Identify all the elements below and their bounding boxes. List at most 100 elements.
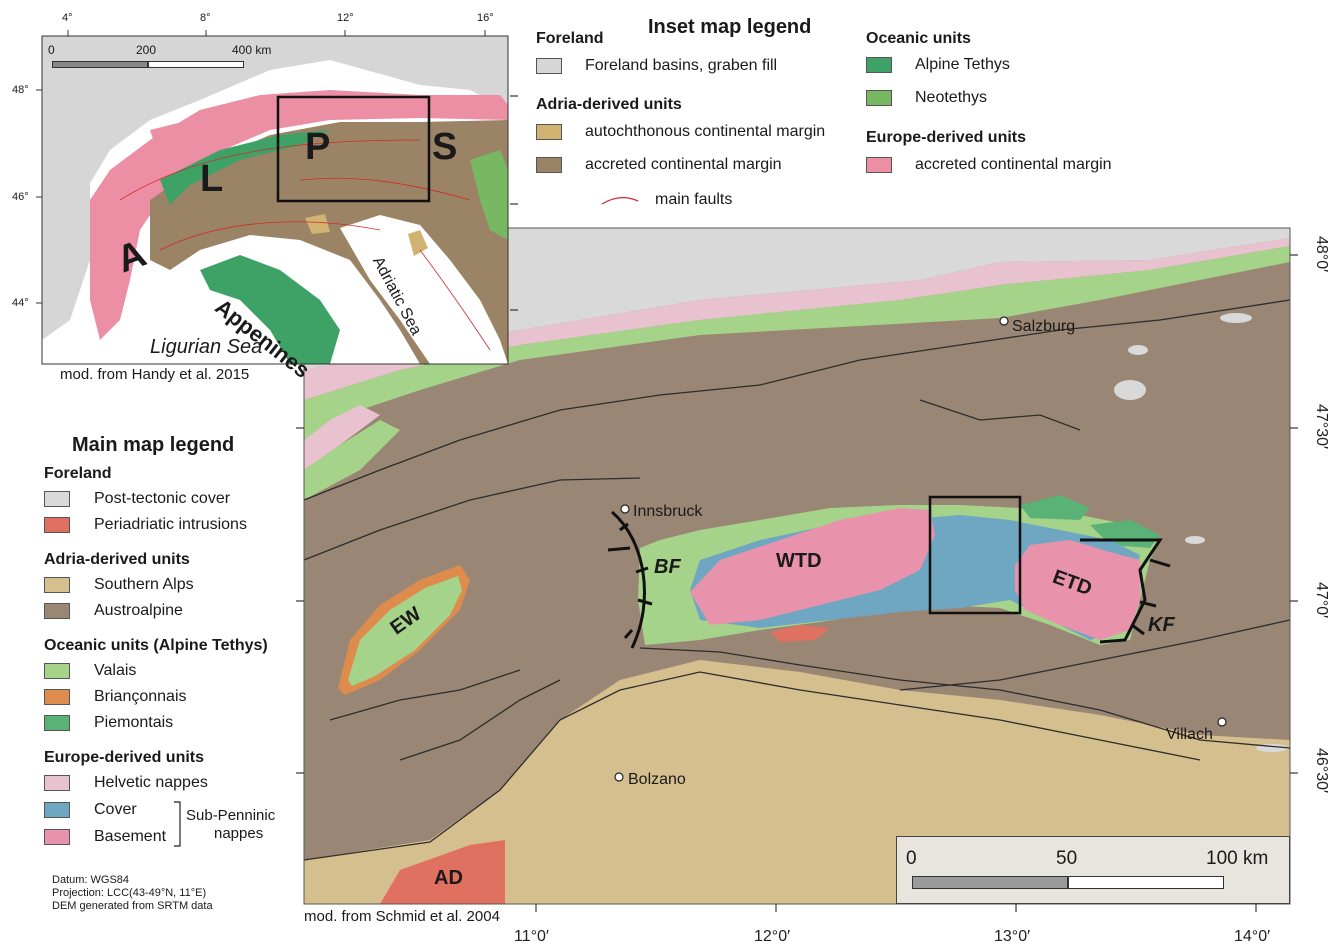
inset-europe <box>90 90 508 340</box>
main-map-frame <box>303 227 1291 905</box>
dem-note: DEM generated from SRTM data <box>52 900 213 912</box>
main-legend-title: Main map legend <box>72 434 235 456</box>
main-scale-box <box>896 836 1290 904</box>
salzburg-dot[interactable] <box>999 316 1009 326</box>
main-legend-foreland-header: Foreland <box>44 465 112 482</box>
tick-lon-13: 13°0′ <box>994 928 1031 945</box>
tauern-window-piemontais <box>1020 495 1090 520</box>
projection-note: Projection: LCC(43-49°N, 11°E) <box>52 887 207 899</box>
inset-legend-foreland-header: Foreland <box>536 30 604 47</box>
swatch-piemontais <box>44 715 70 731</box>
swatch-cover <box>44 802 70 818</box>
inset-adriatic-sea <box>340 215 508 364</box>
main-legend-adria-item-2: Austroalpine <box>94 602 183 619</box>
inset-legend-foreland-item: Foreland basins, graben fill <box>585 57 778 74</box>
tick-lon-12: 12°0′ <box>754 928 791 945</box>
unit-label-wtd: WTD <box>776 550 822 572</box>
main-legend-adria-header: Adria-derived units <box>44 551 190 568</box>
inset-neotethys <box>470 150 508 240</box>
post-tectonic-patch <box>1220 313 1252 323</box>
inset-study-area-frame <box>276 95 431 203</box>
datum-note: Datum: WGS84 <box>52 874 130 886</box>
inset-foreland <box>42 36 508 320</box>
ew-window-valais <box>348 576 462 686</box>
swatch-inset-alpine-tethys <box>866 57 892 73</box>
helvetic-west-patch <box>304 405 380 470</box>
inset-tick-lon-12: 12° <box>337 12 354 24</box>
city-bolzano: Bolzano <box>628 771 686 788</box>
inset-label-s: S <box>432 126 458 168</box>
main-scale-label-0: 0 <box>906 848 917 869</box>
swatch-inset-foreland <box>536 58 562 74</box>
inset-legend-europe-header: Europe-derived units <box>866 129 1027 146</box>
main-legend-foreland-item-2: Periadriatic intrusions <box>94 516 247 533</box>
tick-lat-46-30: 46°30′ <box>1313 748 1330 793</box>
kf-fault-line <box>1080 538 1163 644</box>
main-legend-subpenninic: Sub-Penninic <box>186 807 276 824</box>
main-legend-europe-item-3: Basement <box>94 828 167 845</box>
inset-tick-lat-44: 44° <box>12 297 29 309</box>
wtd-basement <box>690 508 935 625</box>
swatch-periadriatic <box>44 517 70 533</box>
inset-legend-adria-header: Adria-derived units <box>536 96 682 113</box>
inset-legend-europe-item: accreted continental margin <box>915 156 1112 173</box>
inset-autochthonous <box>408 230 428 256</box>
tick-lon-11: 11°0′ <box>514 928 549 945</box>
main-legend-adria-item-1: Southern Alps <box>94 576 194 593</box>
main-scale-label-100: 100 km <box>1206 848 1269 869</box>
inset-map[interactable] <box>0 0 520 380</box>
main-legend-foreland-item-1: Post-tectonic cover <box>94 490 231 507</box>
main-map-credit: mod. from Schmid et al. 2004 <box>304 908 500 925</box>
detail-frame <box>928 495 1022 615</box>
bolzano-dot[interactable] <box>614 772 624 782</box>
main-legend-oceanic-item-1: Valais <box>94 662 137 679</box>
inset-legend-faults: main faults <box>655 191 733 208</box>
post-tectonic-patch <box>1185 536 1205 544</box>
city-salzburg: Salzburg <box>1012 318 1076 335</box>
inset-label-p: P <box>305 126 331 168</box>
tick-lat-47: 47°0′ <box>1313 582 1330 619</box>
etd-basement <box>1015 540 1140 640</box>
bf-fault-line <box>611 510 646 649</box>
post-tectonic-patch <box>1128 345 1148 355</box>
inset-credit: mod. from Handy et al. 2015 <box>60 366 250 383</box>
inset-legend-oceanic-item-2: Neotethys <box>915 89 988 106</box>
tick-lon-14: 14°0′ <box>1234 928 1271 945</box>
inset-legend-adria-item-1: autochthonous continental margin <box>585 123 826 140</box>
main-legend-europe-item-2: Cover <box>94 801 137 818</box>
swatch-main-faults <box>601 197 639 205</box>
unit-label-kf: KF <box>1148 614 1175 636</box>
main-legend-oceanic-item-3: Piemontais <box>94 714 174 731</box>
tick-lat-47-30: 47°30′ <box>1313 404 1330 449</box>
inset-tick-lat-48: 48° <box>12 84 29 96</box>
subpenninic-bracket <box>174 801 181 847</box>
swatch-inset-europe <box>866 157 892 173</box>
main-legend-europe-item-1: Helvetic nappes <box>94 774 208 791</box>
unit-label-ad: AD <box>434 867 463 889</box>
kf-fault-ticks <box>1131 558 1171 636</box>
main-legend-nappes: nappes <box>214 825 264 842</box>
main-scale-bar-dark <box>912 876 1068 889</box>
city-villach: Villach <box>1166 726 1213 743</box>
villach-dot[interactable] <box>1217 717 1227 727</box>
main-scale-label-50: 50 <box>1056 848 1078 869</box>
inset-legend-adria-item-2: accreted continental margin <box>585 156 782 173</box>
inset-tick-lon-8: 8° <box>200 12 211 24</box>
inset-tick-marks <box>36 30 486 304</box>
swatch-valais <box>44 663 70 679</box>
inset-frame <box>41 35 509 365</box>
innsbruck-dot[interactable] <box>620 504 630 514</box>
inset-foreland-sw <box>42 180 90 340</box>
inset-scale-200: 200 <box>136 43 157 57</box>
main-legend-europe-header: Europe-derived units <box>44 749 205 766</box>
main-map-boundaries <box>304 299 1290 861</box>
swatch-inset-autochthonous <box>536 124 562 140</box>
main-legend-oceanic-item-2: Briançonnais <box>94 688 187 705</box>
valais-north-strip <box>304 246 1290 440</box>
periadriatic-ad-body <box>380 840 505 904</box>
helvetic-nappes-area <box>304 238 1290 400</box>
swatch-post-tectonic <box>44 491 70 507</box>
inset-label-l: L <box>200 158 224 200</box>
swatch-inset-neotethys <box>866 90 892 106</box>
